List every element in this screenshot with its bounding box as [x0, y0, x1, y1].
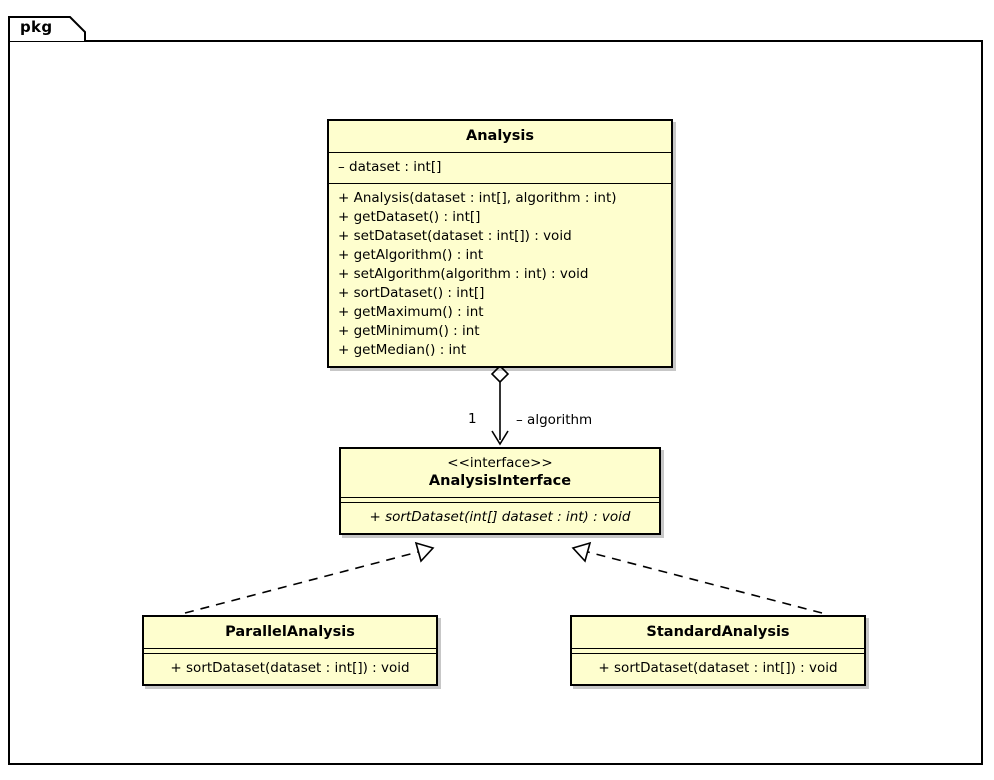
- attributes-compartment-analysis: – dataset : int[]: [329, 153, 671, 185]
- class-name-parallelanalysis: ParallelAnalysis: [225, 624, 355, 640]
- methods-compartment-analysis: + Analysis(dataset : int[], algorithm : …: [329, 184, 671, 366]
- class-name-analysis: Analysis: [466, 128, 534, 144]
- class-name-standardanalysis: StandardAnalysis: [646, 624, 790, 640]
- method-row: + sortDataset(int[] dataset : int) : voi…: [369, 509, 631, 525]
- method-row: + getAlgorithm() : int: [338, 247, 484, 264]
- method-row: + Analysis(dataset : int[], algorithm : …: [338, 190, 617, 207]
- methods-compartment-parallelanalysis: + sortDataset(dataset : int[]) : void: [144, 654, 436, 684]
- realization-connector-standard: [571, 541, 823, 614]
- method-row: + getMaximum() : int: [338, 304, 484, 321]
- method-row: + sortDataset(dataset : int[]) : void: [598, 660, 838, 677]
- realization-line-standard: [587, 551, 823, 614]
- aggregation-connector: [490, 364, 510, 446]
- method-row: + getMedian() : int: [338, 342, 467, 359]
- realization-triangle-icon-parallel: [414, 541, 435, 563]
- class-header-standardanalysis: StandardAnalysis: [572, 617, 864, 650]
- class-box-analysis[interactable]: Analysis – dataset : int[] + Analysis(da…: [327, 119, 673, 369]
- attributes-compartment-parallelanalysis: [144, 649, 436, 655]
- method-row: + setDataset(dataset : int[]) : void: [338, 228, 572, 245]
- method-row: + sortDataset() : int[]: [338, 285, 485, 302]
- package-tab-shape: [8, 16, 86, 41]
- method-row: + setAlgorithm(algorithm : int) : void: [338, 266, 589, 283]
- class-header-analysisinterface: <<interface>> AnalysisInterface: [341, 449, 659, 498]
- realization-connector-parallel: [184, 541, 435, 614]
- class-box-parallelanalysis[interactable]: ParallelAnalysis + sortDataset(dataset :…: [142, 615, 438, 687]
- method-row: + sortDataset(dataset : int[]) : void: [170, 660, 410, 677]
- class-header-parallelanalysis: ParallelAnalysis: [144, 617, 436, 650]
- method-row: + getDataset() : int[]: [338, 209, 481, 226]
- aggregation-diamond-icon: [490, 364, 510, 384]
- class-box-standardanalysis[interactable]: StandardAnalysis + sortDataset(dataset :…: [570, 615, 866, 687]
- realization-triangle-icon-standard: [571, 541, 592, 563]
- attributes-compartment-analysisinterface: [341, 498, 659, 503]
- stereotype-label: <<interface>>: [447, 455, 553, 471]
- package-frame: [8, 40, 983, 765]
- attribute-row: – dataset : int[]: [338, 159, 442, 176]
- class-header-analysis: Analysis: [329, 121, 671, 154]
- method-row: + getMinimum() : int: [338, 323, 480, 340]
- methods-compartment-analysisinterface: + sortDataset(int[] dataset : int) : voi…: [341, 503, 659, 533]
- package-label: pkg: [20, 18, 53, 36]
- attributes-compartment-standardanalysis: [572, 649, 864, 655]
- realization-line-parallel: [184, 551, 419, 614]
- class-box-analysisinterface[interactable]: <<interface>> AnalysisInterface + sortDa…: [339, 447, 661, 535]
- class-name-analysisinterface: AnalysisInterface: [428, 472, 572, 489]
- aggregation-arrowhead-icon: [491, 430, 509, 446]
- aggregation-role-label: – algorithm: [516, 412, 593, 428]
- aggregation-multiplicity-label: 1: [468, 411, 477, 427]
- methods-compartment-standardanalysis: + sortDataset(dataset : int[]) : void: [572, 654, 864, 684]
- package-tab: [8, 16, 86, 41]
